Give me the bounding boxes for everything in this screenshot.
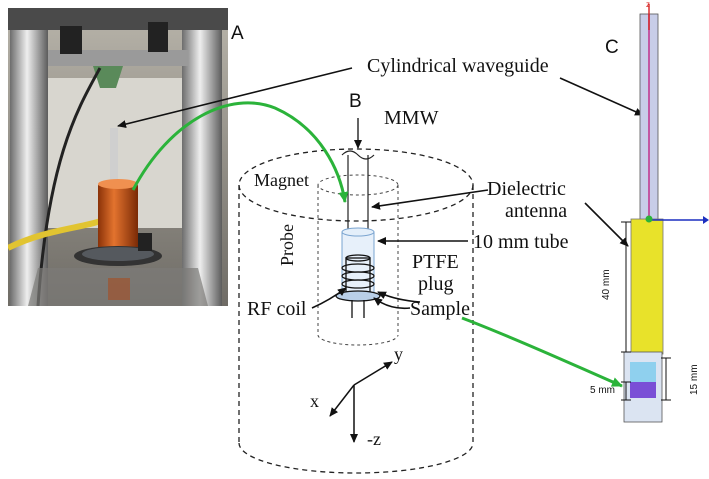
- panel-a-label: A: [231, 23, 244, 44]
- probe-label: Probe: [277, 224, 297, 266]
- ptfe-label: PTFE: [412, 251, 459, 273]
- axis-z-label: -z: [367, 429, 381, 449]
- axis-y-label: y: [394, 344, 403, 364]
- model-z-axis-label: z: [646, 0, 650, 9]
- rf-coil-label: RF coil: [247, 298, 307, 320]
- setup-photo: [8, 8, 228, 306]
- dimension-5mm: 5 mm: [590, 385, 615, 396]
- tube-label: 10 mm tube: [473, 231, 569, 253]
- panel-c-label: C: [605, 37, 619, 58]
- antenna-label: antenna: [505, 200, 568, 222]
- label-arrows: [117, 67, 644, 310]
- mmw-label: MMW: [384, 107, 439, 129]
- cylindrical-waveguide-label: Cylindrical waveguide: [367, 55, 549, 77]
- magnet-cylinder: [238, 148, 474, 474]
- green-arrows: [131, 101, 623, 388]
- panel-b-label: B: [349, 91, 362, 112]
- simulation-model: [621, 4, 709, 423]
- sample-label: Sample: [410, 298, 470, 320]
- coordinate-axes: [329, 361, 393, 443]
- plug-label: plug: [418, 273, 454, 295]
- axis-x-label: x: [310, 391, 319, 411]
- dielectric-label: Dielectric: [487, 178, 566, 200]
- dimension-15mm: 15 mm: [689, 364, 700, 395]
- magnet-label: Magnet: [254, 170, 309, 190]
- dimension-40mm: 40 mm: [601, 269, 612, 300]
- probe-cylinder: [317, 174, 399, 346]
